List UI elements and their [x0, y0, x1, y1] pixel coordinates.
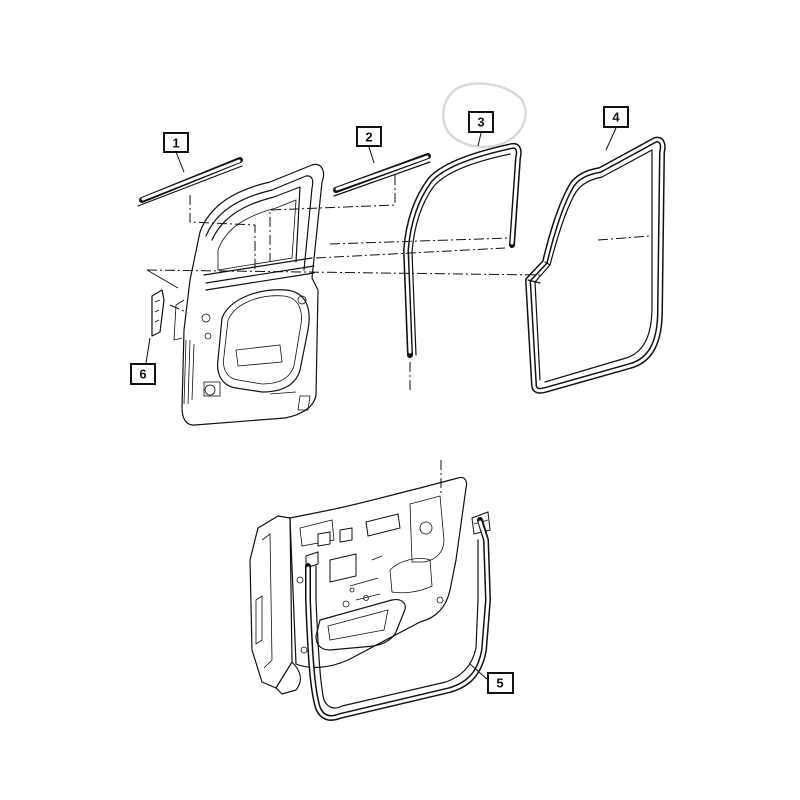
callout-4: 4: [603, 106, 629, 128]
highlight-circle: [442, 82, 527, 149]
callout-2: 2: [356, 126, 382, 147]
part-3-glass-run-channel: [403, 142, 522, 358]
part-6-bracket: [151, 289, 165, 337]
part-4-door-weatherstrip: [525, 136, 666, 394]
callout-3: 3: [468, 111, 494, 133]
callout-5: 5: [487, 672, 514, 694]
part-1-belt-weatherstrip: [137, 157, 243, 207]
callout-5-label: 5: [496, 676, 503, 691]
callout-1-label: 1: [172, 136, 179, 151]
callout-1: 1: [163, 132, 189, 153]
door-shell: [173, 163, 325, 426]
door-trim-panel: [249, 476, 491, 695]
callout-4-label: 4: [612, 110, 620, 125]
top-leader-lines: [145, 127, 651, 392]
callout-6-label: 6: [139, 367, 146, 382]
part-5-inner-door-seal: [305, 517, 491, 721]
callout-2-label: 2: [365, 130, 372, 145]
bottom-leader-lines: [440, 460, 489, 681]
part-2-belt-weatherstrip: [333, 153, 431, 197]
callout-6: 6: [130, 363, 156, 385]
callout-3-label: 3: [477, 115, 484, 130]
